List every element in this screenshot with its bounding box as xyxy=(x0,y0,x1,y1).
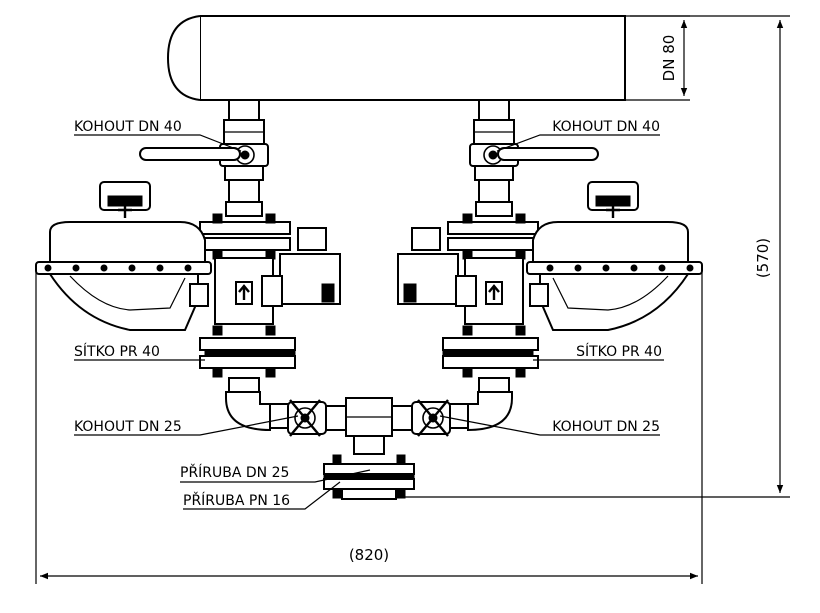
label-strainer-right: SÍTKO PR 40 xyxy=(576,343,662,360)
branch-left xyxy=(35,99,341,437)
dimension-label-dn80: DN 80 xyxy=(660,35,678,82)
label-valve-top-left: KOHOUT DN 40 xyxy=(74,119,182,135)
branch-right xyxy=(396,98,704,438)
label-valve-bottom-left: KOHOUT DN 25 xyxy=(74,419,182,435)
label-flange-pn: PŘÍRUBA PN 16 xyxy=(183,492,290,509)
dimension-header-diameter: DN 80 xyxy=(626,15,690,101)
dimension-label-820: (820) xyxy=(349,546,389,564)
dimension-total-width: (820) xyxy=(35,272,703,584)
header-pipe xyxy=(166,15,626,101)
leader-lines xyxy=(74,134,664,510)
label-strainer-left: SÍTKO PR 40 xyxy=(74,343,160,360)
label-flange-dn: PŘÍRUBA DN 25 xyxy=(180,464,289,481)
label-valve-top-right: KOHOUT DN 40 xyxy=(552,119,660,135)
label-valve-bottom-right: KOHOUT DN 25 xyxy=(552,419,660,435)
dimension-total-height: (570) xyxy=(400,15,790,498)
dimension-label-570: (570) xyxy=(754,238,772,278)
central-tee-outlet xyxy=(323,397,415,500)
